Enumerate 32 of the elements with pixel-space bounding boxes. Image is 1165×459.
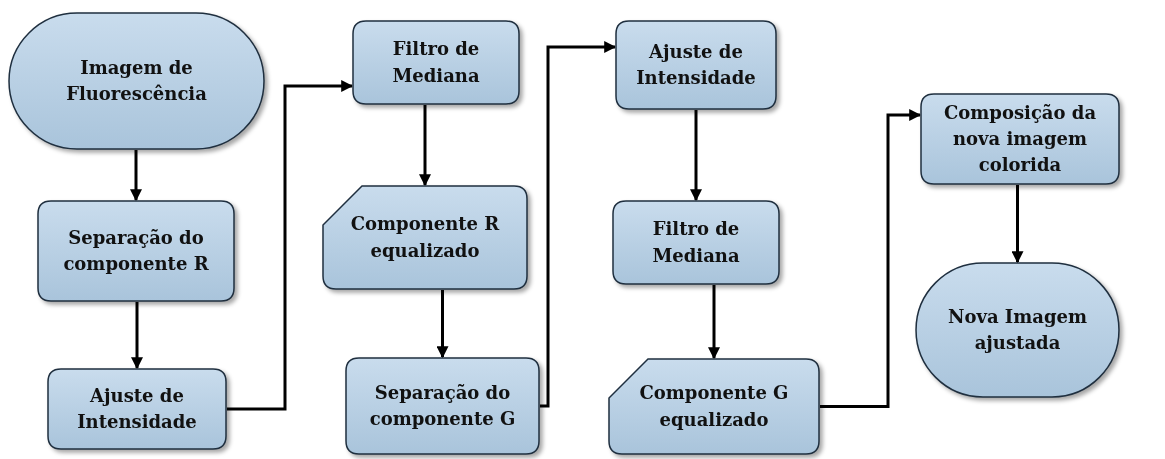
arrow xyxy=(130,150,142,202)
process-box xyxy=(352,20,520,105)
card-shape xyxy=(322,185,528,290)
node-label: Filtro de Mediana xyxy=(391,37,481,88)
arrow xyxy=(227,80,354,411)
terminal-shape xyxy=(8,12,265,150)
node-label: Ajuste de Intensidade xyxy=(635,39,757,90)
node-label: Separação do componente R xyxy=(62,225,210,276)
arrow xyxy=(131,302,143,370)
arrow xyxy=(708,285,720,360)
node-label: Filtro de Mediana xyxy=(651,217,741,268)
node-label: Componente G equalizado xyxy=(638,381,790,432)
arrow xyxy=(419,105,431,187)
node-label: Componente R equalizado xyxy=(349,212,501,263)
process-box xyxy=(37,200,235,302)
node-label: Ajuste de Intensidade xyxy=(76,383,198,434)
arrow xyxy=(690,110,702,202)
arrow xyxy=(820,109,922,408)
arrow xyxy=(436,290,449,359)
process-box xyxy=(615,20,777,110)
process-box xyxy=(47,368,227,450)
arrow xyxy=(540,41,617,408)
node-label: Nova Imagem ajustada xyxy=(946,304,1089,355)
node-label: Separação do componente G xyxy=(368,380,517,431)
node-label: Composição da nova imagem colorida xyxy=(942,100,1098,178)
card-shape xyxy=(608,358,820,455)
arrow xyxy=(1011,185,1024,264)
node-label: Imagem de Fluorescência xyxy=(65,55,208,106)
process-box xyxy=(920,93,1120,185)
process-box xyxy=(612,200,780,285)
terminal-shape xyxy=(915,262,1120,398)
process-box xyxy=(345,357,540,455)
